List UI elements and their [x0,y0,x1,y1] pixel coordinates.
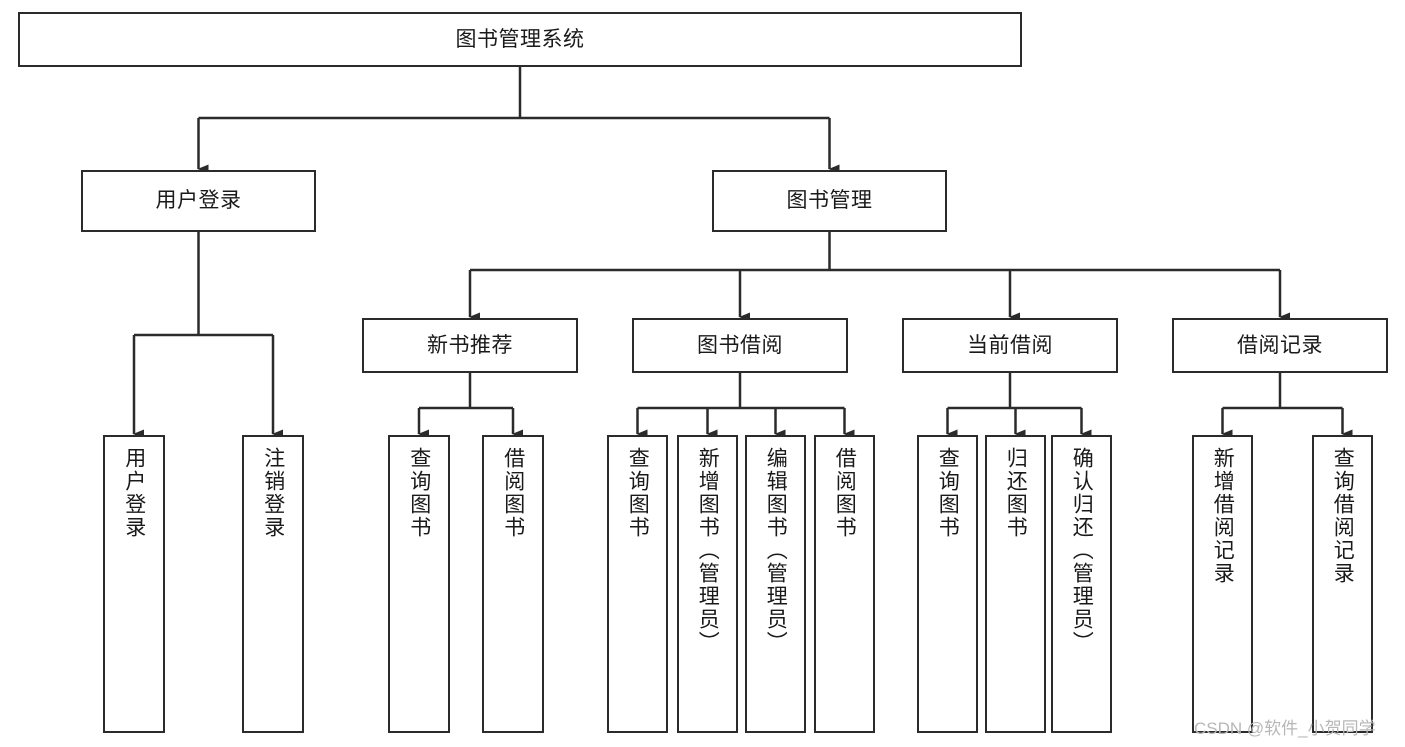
node-leaf-8[interactable]: 借阅图书 [814,435,875,733]
node-book-borrow[interactable]: 图书借阅 [632,318,848,373]
node-root[interactable]: 图书管理系统 [18,12,1022,67]
node-label: 新书推荐 [427,333,513,357]
node-label: 借阅图书 [501,447,525,539]
node-leaf-3[interactable]: 查询图书 [388,435,450,733]
node-label: 图书管理 [786,189,873,213]
node-leaf-6[interactable]: 新增图书（管理员） [677,435,738,733]
node-label: 新增图书（管理员） [696,447,720,654]
node-label: 查询图书 [626,447,650,539]
node-leaf-2[interactable]: 注销登录 [242,435,304,733]
edge-group [132,67,1353,439]
node-user-login[interactable]: 用户登录 [81,170,316,232]
node-label: 借阅图书 [833,447,857,539]
node-leaf-12[interactable]: 新增借阅记录 [1192,435,1253,733]
node-label: 用户登录 [155,189,242,213]
node-label: 查询图书 [407,447,431,539]
node-label: 确认归还（管理员） [1070,447,1094,654]
node-label: 图书借阅 [697,333,783,357]
node-leaf-5[interactable]: 查询图书 [607,435,668,733]
node-leaf-11[interactable]: 确认归还（管理员） [1051,435,1112,733]
node-label: 借阅记录 [1237,333,1323,357]
node-borrow-record[interactable]: 借阅记录 [1172,318,1388,373]
node-leaf-10[interactable]: 归还图书 [985,435,1046,733]
node-leaf-1[interactable]: 用户登录 [103,435,165,733]
node-label: 图书管理系统 [455,27,585,51]
node-leaf-13[interactable]: 查询借阅记录 [1312,435,1373,733]
node-leaf-7[interactable]: 编辑图书（管理员） [745,435,806,733]
node-label: 新增借阅记录 [1211,447,1235,585]
node-leaf-9[interactable]: 查询图书 [917,435,978,733]
node-label: 编辑图书（管理员） [764,447,788,654]
node-label: 用户登录 [122,447,146,539]
node-label: 当前借阅 [967,333,1053,357]
node-leaf-4[interactable]: 借阅图书 [482,435,544,733]
node-label: 归还图书 [1004,447,1028,539]
node-current-borrow[interactable]: 当前借阅 [902,318,1118,373]
node-new-book-rec[interactable]: 新书推荐 [362,318,578,373]
node-book-manage[interactable]: 图书管理 [712,170,947,232]
node-label: 注销登录 [261,447,285,539]
node-label: 查询图书 [936,447,960,539]
node-label: 查询借阅记录 [1331,447,1355,585]
